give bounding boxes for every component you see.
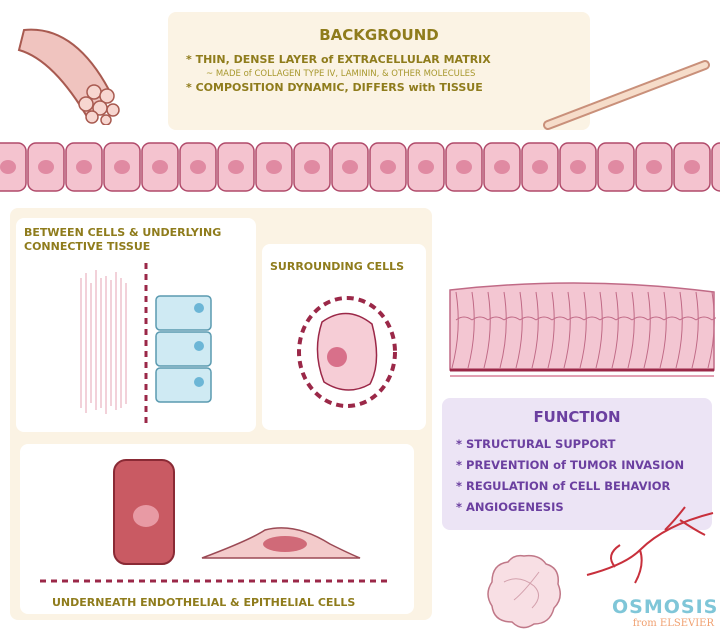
tumor-illustration xyxy=(487,554,561,629)
endothelial-epithelial-illustration xyxy=(40,459,390,583)
epithelium-cell-outline xyxy=(627,291,649,369)
underneath-cells-label: UNDERNEATH ENDOTHELIAL & EPITHELIAL CELL… xyxy=(52,596,356,609)
epithelial-cell-row xyxy=(0,142,720,192)
cell-nucleus xyxy=(38,160,54,174)
surrounding-cells-box: SURROUNDING CELLS xyxy=(262,244,426,430)
epithelium-cell-outline xyxy=(579,291,601,369)
collagen-fiber-illustration xyxy=(543,60,710,130)
blood-vessel-illustration xyxy=(586,506,714,584)
stratified-epithelium-illustration xyxy=(449,282,716,377)
epithelium-cell-outline xyxy=(451,291,473,369)
between-cells-label: BETWEEN CELLS & UNDERLYING CONNECTIVE TI… xyxy=(24,226,222,253)
cell-nucleus xyxy=(570,160,586,174)
function-card: FUNCTION * STRUCTURAL SUPPORT * PREVENTI… xyxy=(442,398,712,530)
epithelial-cell xyxy=(711,142,720,192)
cell-nucleus xyxy=(494,160,510,174)
background-sub-bullet: ~ MADE of COLLAGEN TYPE IV, LAMININ, & O… xyxy=(206,69,476,79)
cell-nucleus xyxy=(342,160,358,174)
cell-nucleus xyxy=(456,160,472,174)
osmosis-logo: OSMOSIS from ELSEVIER xyxy=(612,596,719,629)
epithelium-cell-outline xyxy=(483,291,505,369)
epithelium-cell-outline xyxy=(675,291,697,369)
cell-nucleus xyxy=(76,160,92,174)
surrounded-cell-illustration xyxy=(297,296,397,408)
function-item: * STRUCTURAL SUPPORT xyxy=(456,437,616,451)
cell-nucleus xyxy=(266,160,282,174)
cell-nucleus xyxy=(608,160,624,174)
background-card: BACKGROUND * THIN, DENSE LAYER of EXTRAC… xyxy=(168,12,590,130)
epithelium-cell-outline xyxy=(611,291,633,369)
muscle-fiber-illustration xyxy=(17,28,120,125)
cell-nucleus xyxy=(114,160,130,174)
epithelium-cell-outline xyxy=(515,291,537,369)
underneath-cells-box: UNDERNEATH ENDOTHELIAL & EPITHELIAL CELL… xyxy=(20,444,414,614)
surrounding-cells-label: SURROUNDING CELLS xyxy=(270,260,405,273)
epithelium-cell-outline xyxy=(643,291,665,369)
epithelium-cell-outline xyxy=(531,291,553,369)
epithelium-cell-outline xyxy=(499,291,521,369)
background-title: BACKGROUND xyxy=(319,26,439,44)
epithelium-cell-outline xyxy=(595,291,617,369)
osmosis-logo-sub: from ELSEVIER xyxy=(632,618,714,629)
cell-nucleus xyxy=(152,160,168,174)
cell-nucleus xyxy=(304,160,320,174)
epithelium-cell-outline xyxy=(707,291,716,369)
background-bullet: * COMPOSITION DYNAMIC, DIFFERS with TISS… xyxy=(186,81,483,94)
function-item: * PREVENTION of TUMOR INVASION xyxy=(456,458,685,472)
epithelium-cell-outline xyxy=(547,291,569,369)
epithelium-cell-outline xyxy=(467,291,489,369)
cell-nucleus xyxy=(0,160,16,174)
cell-nucleus xyxy=(646,160,662,174)
cell-nucleus xyxy=(418,160,434,174)
background-bullet: * THIN, DENSE LAYER of EXTRACELLULAR MAT… xyxy=(186,53,491,66)
cell-nucleus xyxy=(380,160,396,174)
cell-nucleus xyxy=(532,160,548,174)
osmosis-logo-name: OSMOSIS xyxy=(612,596,719,618)
cell-nucleus xyxy=(190,160,206,174)
cell-nucleus xyxy=(228,160,244,174)
cell-nucleus xyxy=(684,160,700,174)
function-item: * ANGIOGENESIS xyxy=(456,500,564,514)
epithelium-cell-outline xyxy=(659,291,681,369)
function-title: FUNCTION xyxy=(533,408,621,426)
function-item: * REGULATION of CELL BEHAVIOR xyxy=(456,479,671,493)
between-cells-box: BETWEEN CELLS & UNDERLYING CONNECTIVE TI… xyxy=(16,218,256,432)
epithelium-cell-outline xyxy=(691,291,713,369)
connective-tissue-illustration xyxy=(80,263,212,423)
epithelium-cell-outline xyxy=(563,291,585,369)
